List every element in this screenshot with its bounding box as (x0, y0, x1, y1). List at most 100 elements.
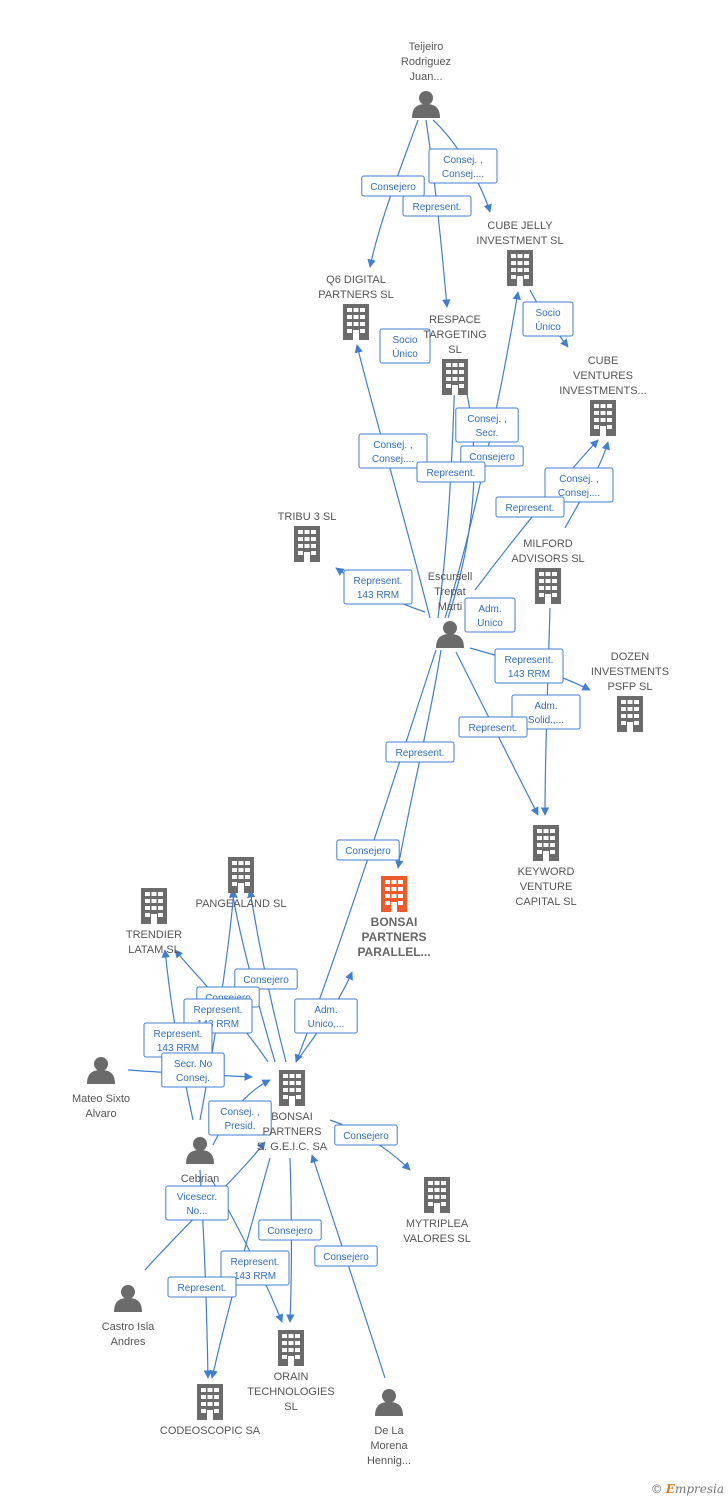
badge-label: Consejero (469, 452, 515, 463)
node-tribu3[interactable]: TRIBU 3 SL (278, 511, 337, 562)
badge-label: Presid. (224, 1121, 255, 1132)
relation-badge[interactable]: Consej. ,Secr. (455, 407, 519, 443)
node-codeoscopic[interactable]: CODEOSCOPIC SA (160, 1384, 261, 1437)
node-label: CUBE JELLY (487, 220, 553, 232)
badge-label: Consejero (343, 1131, 389, 1142)
badges-layer: Consej. ,Consej....ConsejeroRepresent.So… (143, 148, 614, 1298)
relation-badge[interactable]: Represent. (416, 461, 486, 483)
badge-label: Represent. (396, 748, 445, 759)
relation-badge[interactable]: Represent. 143 RRM (494, 648, 564, 684)
badge-label: Adm. (478, 604, 501, 615)
badge-label: 143 RRM (157, 1043, 199, 1054)
node-label: Rodriguez (401, 56, 451, 68)
relation-badge[interactable]: Consej. ,Consej.... (358, 433, 428, 469)
node-cubeventures[interactable]: CUBEVENTURESINVESTMENTS... (559, 355, 647, 436)
relation-badge[interactable]: Represent.143 RRM (143, 1022, 213, 1058)
relation-badge[interactable]: Consejero (361, 175, 425, 197)
person-icon (375, 1389, 403, 1416)
node-cubejelly[interactable]: CUBE JELLY INVESTMENT SL (476, 220, 564, 286)
badge-label: 143 RRM (508, 669, 550, 680)
node-teijeiro[interactable]: TeijeiroRodriguezJuan... (401, 41, 451, 118)
brand-initial: E (665, 1482, 675, 1496)
badge-label: Solid.,... (528, 715, 564, 726)
relation-badge[interactable]: Consejero (258, 1219, 322, 1241)
node-delamorena[interactable]: De LaMorenaHennig... (367, 1389, 411, 1467)
node-label: BONSAI (271, 1111, 313, 1123)
badge-label: Represent. (505, 655, 554, 666)
node-label: VENTURES (573, 370, 633, 382)
badge-label: Consej. , (443, 155, 482, 166)
badge-label: Único (392, 347, 418, 360)
badge-box (522, 301, 574, 337)
relation-badge[interactable]: Adm.Solid.,... (511, 694, 581, 730)
badge-box (258, 1219, 322, 1241)
node-label: TRENDIER (126, 929, 182, 941)
relation-badge[interactable]: Represent. (402, 195, 472, 217)
relation-badge[interactable]: Represent. (385, 741, 455, 763)
relation-badge[interactable]: Consej. ,Presid. (208, 1100, 272, 1136)
node-label: INVESTMENTS (591, 666, 669, 678)
person-icon (114, 1285, 142, 1312)
node-cebrian[interactable]: Cebrian (181, 1137, 220, 1185)
node-trendier[interactable]: TRENDIER LATAM SL (126, 888, 182, 956)
badge-box (334, 1124, 398, 1146)
badge-label: Secr. (476, 428, 499, 439)
relation-badge[interactable]: Represent.143 RRM (343, 569, 413, 605)
badge-label: 143 RRM (357, 590, 399, 601)
relation-badge[interactable]: Consejero (314, 1245, 378, 1267)
node-label: Trepat (434, 586, 465, 598)
relation-badge[interactable]: Consejero (460, 445, 524, 467)
building-icon (228, 857, 254, 893)
relation-badge[interactable]: Adm.Unico,... (294, 998, 358, 1034)
badge-box (167, 1276, 237, 1298)
node-bonsaiparallel[interactable]: BONSAIPARTNERSPARALLEL... (357, 876, 431, 959)
relation-badge[interactable]: Represent. (495, 496, 565, 518)
empresia-watermark: ©Empresia (651, 1482, 724, 1496)
building-icon (590, 400, 616, 436)
relation-badge[interactable]: Represent.143 RRM (220, 1250, 290, 1286)
relation-badge[interactable]: Consejero (334, 1124, 398, 1146)
node-label: TECHNOLOGIES (247, 1386, 334, 1398)
copyright-symbol: © (650, 1482, 663, 1496)
relation-badge[interactable]: Consejero (336, 839, 400, 861)
relation-badge[interactable]: Vicesecr.No... (165, 1185, 229, 1221)
badge-label: Consej.... (372, 454, 414, 465)
relation-badge[interactable]: Consej. ,Consej.... (428, 148, 498, 184)
relation-badge[interactable]: Represent. (458, 716, 528, 738)
relation-badge[interactable]: Consejero (234, 968, 298, 990)
node-label: Hennig... (367, 1455, 411, 1467)
badge-label: No... (186, 1206, 207, 1217)
node-label: S. G.E.I.C. SA (257, 1141, 328, 1153)
node-label: PSFP SL (607, 681, 652, 693)
relation-badge[interactable]: Consej. ,Consej.... (544, 467, 614, 503)
node-label: Escursell (428, 571, 473, 583)
node-label: INVESTMENT SL (476, 235, 563, 247)
node-label: LATAM SL (128, 944, 180, 956)
node-label: PARTNERS SL (318, 289, 393, 301)
badge-label: Represent. (413, 202, 462, 213)
edge (286, 1157, 295, 1323)
node-label: Castro Isla (102, 1321, 155, 1333)
node-label: PARTNERS (263, 1126, 322, 1138)
node-label: TRIBU 3 SL (278, 511, 337, 523)
relation-badge[interactable]: Adm.Unico (464, 597, 516, 633)
badge-label: Consejero (243, 975, 289, 986)
relation-badge[interactable]: Represent. (167, 1276, 237, 1298)
node-bonsaisgeic[interactable]: BONSAI PARTNERS S. G.E.I.C. SA (257, 1070, 328, 1153)
node-pangealand[interactable]: PANGEALAND SL (196, 857, 287, 910)
node-label: CODEOSCOPIC SA (160, 1425, 261, 1437)
